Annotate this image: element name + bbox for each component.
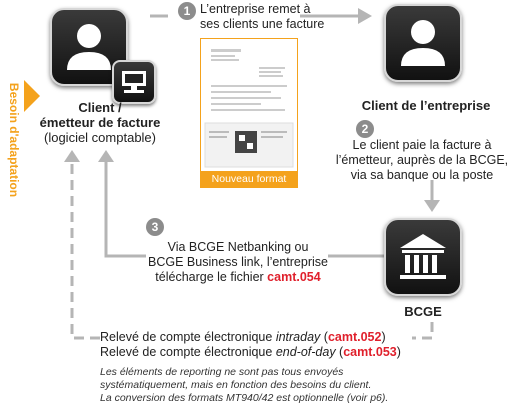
step3-line1: Via BCGE Netbanking ou	[167, 240, 309, 254]
step3-code: camt.054	[267, 270, 321, 284]
step2-line2: l’émetteur, auprès de la BCGE,	[335, 153, 509, 167]
statement-end-of-day: Relevé de compte électronique end-of-day…	[100, 345, 420, 360]
step1-line2: ses clients une facture	[200, 17, 325, 31]
footnote-line2: systématiquement, mais en fonction des b…	[100, 379, 372, 391]
arrowhead-statements	[64, 150, 80, 162]
statement-intraday: Relevé de compte électronique intraday (…	[100, 330, 420, 345]
client-emetteur-title-line2: émetteur de facture	[39, 115, 161, 130]
client-emetteur-title-line1: Client /	[78, 100, 122, 115]
step1-line1: L’entreprise remet à	[200, 2, 311, 16]
step3-text: Via BCGE Netbanking ou BCGE Business lin…	[148, 240, 328, 285]
step2-line3: via sa banque ou la poste	[350, 168, 494, 182]
step2-text: Le client paie la facture à l’émetteur, …	[334, 138, 510, 183]
arrowhead-step2	[424, 200, 440, 212]
client-entreprise-title: Client de l’entreprise	[361, 98, 491, 113]
statement-intraday-close: )	[381, 330, 386, 344]
orange-arrow-icon	[24, 80, 40, 112]
statement-eod-prefix: Relevé de compte électronique	[100, 345, 276, 359]
statements-text: Relevé de compte électronique intraday (…	[100, 330, 420, 360]
client-emetteur-title: Client / émetteur de facture	[30, 100, 170, 130]
footnote-line3: La conversion des formats MT940/42 est o…	[100, 392, 389, 404]
bcge-title: BCGE	[404, 304, 442, 319]
step3-line3-prefix: télécharge le fichier	[155, 270, 268, 284]
arrowhead-step3	[98, 150, 114, 162]
invoice-document-icon	[204, 49, 294, 168]
statement-eod-italic: end-of-day	[275, 345, 336, 359]
statement-intraday-open: (	[320, 330, 328, 344]
computer-icon	[112, 60, 156, 104]
footnote: Les éléments de reporting ne sont pas to…	[100, 366, 440, 405]
step1-text: L’entreprise remet à ses clients une fac…	[200, 2, 350, 32]
step3-badge: 3	[146, 218, 164, 236]
step1-badge: 1	[178, 2, 196, 20]
client-emetteur-subtitle: (logiciel comptable)	[44, 130, 156, 145]
client-entreprise-icon	[384, 4, 462, 82]
statement-eod-code: camt.053	[343, 345, 397, 359]
statement-intraday-prefix: Relevé de compte électronique	[100, 330, 276, 344]
statement-eod-close: )	[396, 345, 401, 359]
statement-eod-open: (	[335, 345, 344, 359]
footnote-line1: Les éléments de reporting ne sont pas to…	[100, 366, 344, 378]
bcge-bank-icon	[384, 218, 462, 296]
statement-intraday-code: camt.052	[327, 330, 382, 344]
step2-line1: Le client paie la facture à	[352, 138, 492, 152]
arrowhead-step1	[358, 8, 372, 24]
step2-badge: 2	[356, 120, 374, 138]
arrow-statements	[70, 160, 434, 340]
invoice-document: Nouveau format	[200, 38, 298, 188]
invoice-format-label: Nouveau format	[201, 171, 297, 187]
step3-line3: télécharge le fichier camt.054	[148, 270, 328, 285]
statement-intraday-italic: intraday	[275, 330, 321, 344]
arrow-step3	[104, 160, 386, 258]
step3-line2: BCGE Business link, l’entreprise	[148, 255, 328, 269]
